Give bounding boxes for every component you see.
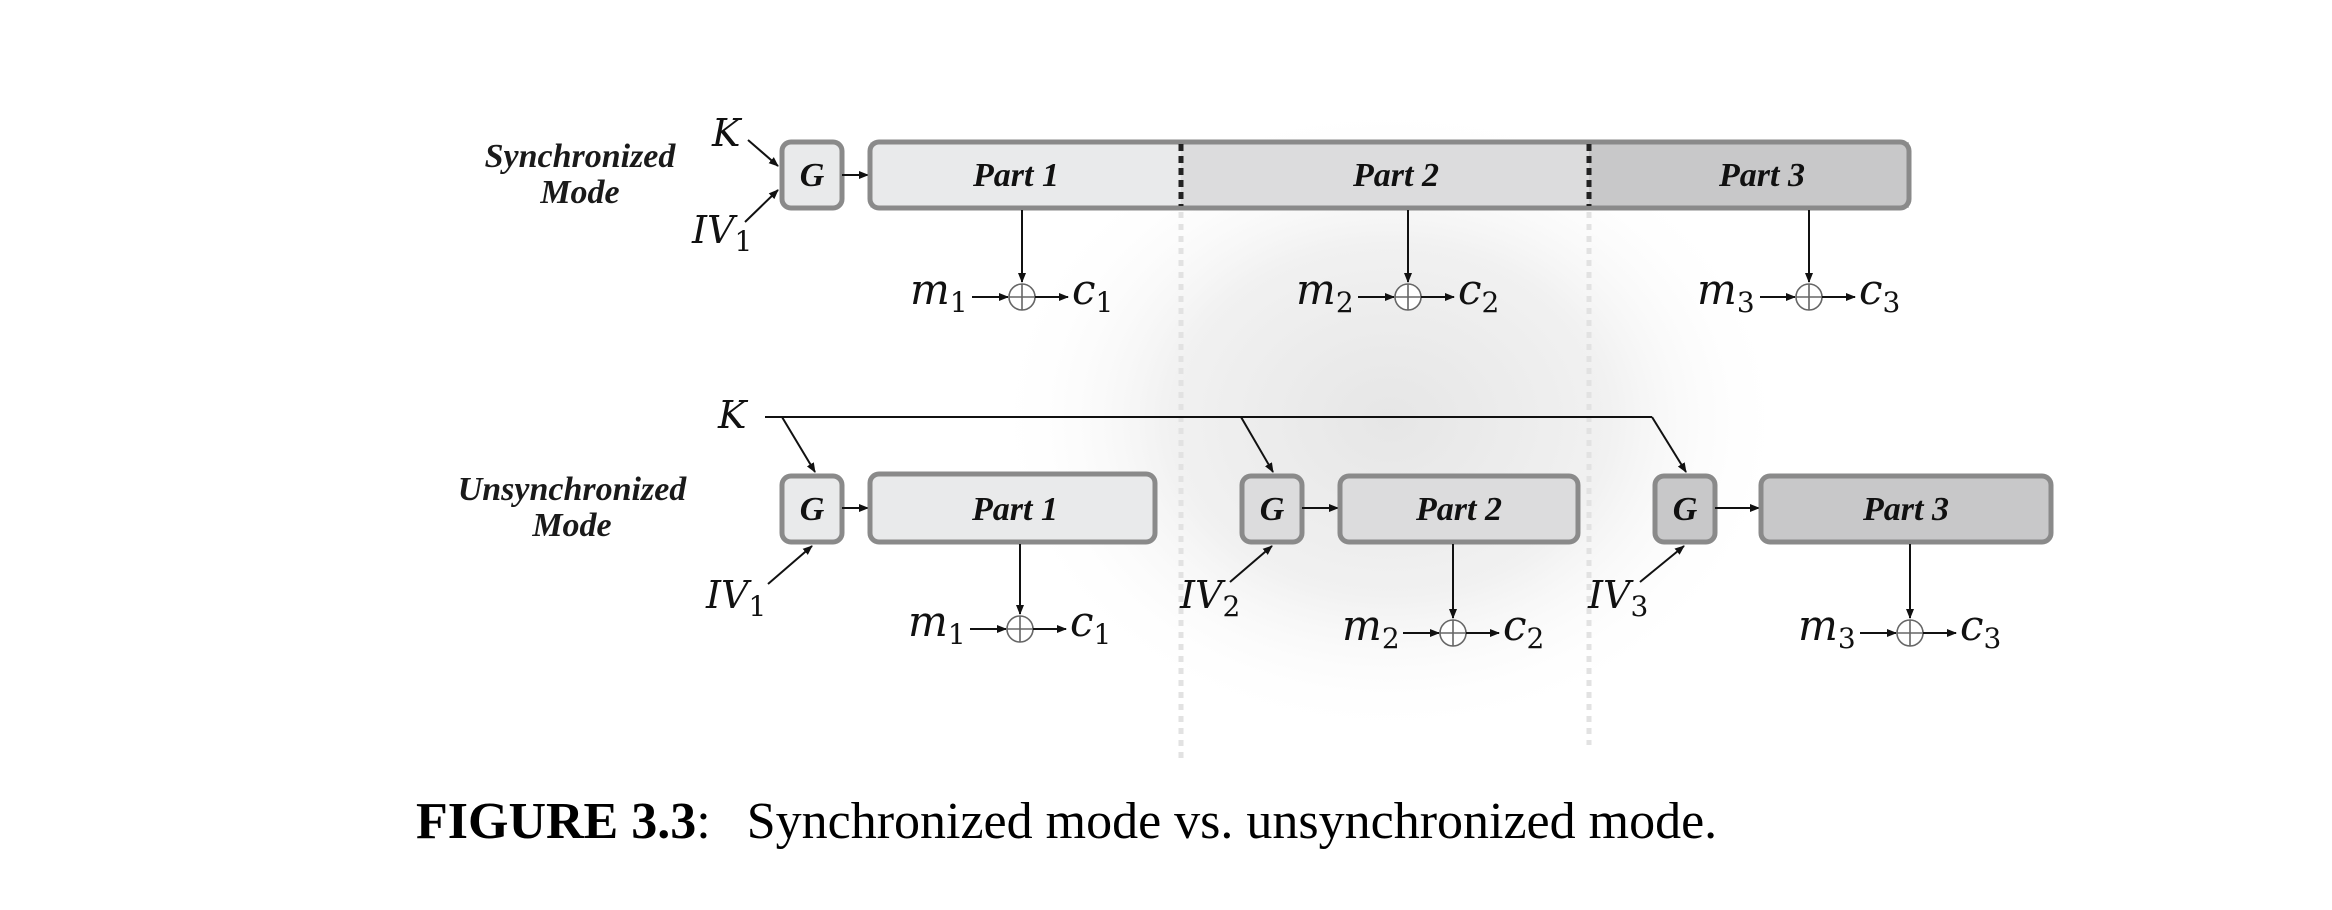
unsynchronized-mode: Unsynchronized Mode K G Part 1 IV1 G Par… [458,393,2054,655]
svg-text:c3: c3 [1960,601,2001,655]
unsync-mode-label-line2: Mode [531,507,611,544]
unsync-xor-2: m2 c2 [1342,544,1544,655]
svg-text:m2: m2 [1342,601,1400,655]
sync-part3-label: Part 3 [1718,157,1805,194]
svg-text:m2: m2 [1296,265,1354,319]
unsync-xor-3: m3 c3 [1798,544,2001,655]
sync-key-arrow [747,139,779,167]
unsync-key-symbol: K [717,393,749,437]
sync-xor-1: m1 c1 [910,210,1113,319]
unsync-generator-label-1: G [800,491,825,528]
unsync-key-arrow-3 [1651,416,1687,473]
unsync-key-arrow-1 [781,416,816,473]
unsync-part1-label: Part 1 [971,491,1058,528]
svg-text:c2: c2 [1458,265,1499,319]
unsync-key-arrow-2 [1240,416,1274,473]
sync-mode-label-line1: Synchronized [485,138,677,175]
sync-iv-symbol: IV1 [691,208,752,258]
svg-text:c1: c1 [1070,597,1111,651]
unsync-part1-box [867,471,1158,545]
caption-separator: : [696,793,710,850]
sync-part2-label: Part 2 [1352,157,1439,194]
sync-generator-label: G [800,157,825,194]
sync-part2-fill [1181,142,1589,208]
figure-caption: FIGURE 3.3: Synchronized mode vs. unsynch… [416,793,1717,850]
svg-text:m3: m3 [1697,265,1755,319]
sync-mode-label-line2: Mode [539,174,619,211]
svg-text:m3: m3 [1798,601,1856,655]
svg-text:m1: m1 [908,597,966,651]
sync-xor-2: m2 c2 [1296,210,1499,319]
unsync-xor-1: m1 c1 [908,544,1111,651]
figure-number: FIGURE 3.3 [416,793,696,850]
unsync-generator-label-3: G [1673,491,1698,528]
unsync-part2-box [1337,473,1581,545]
svg-text:m1: m1 [910,265,968,319]
sync-part3-fill [1589,142,1909,208]
sync-xor-3: m3 c3 [1697,210,1900,319]
sync-iv-arrow [744,189,779,223]
unsync-part3-box [1758,473,2054,545]
unsync-generator-label-2: G [1260,491,1285,528]
unsync-iv-symbol-1: IV1 [705,573,766,623]
unsync-iv-symbol-3: IV3 [1587,573,1648,623]
svg-text:c3: c3 [1859,265,1900,319]
svg-text:c2: c2 [1503,601,1544,655]
sync-key-symbol: K [711,111,743,155]
unsync-part2-label: Part 2 [1415,491,1502,528]
unsync-part3-label: Part 3 [1862,491,1949,528]
svg-text:c1: c1 [1072,265,1113,319]
sync-part1-fill [870,142,1181,208]
sync-part1-label: Part 1 [972,157,1059,194]
sync-stream-box [867,139,1912,211]
synchronized-mode: Synchronized Mode K IV1 G Part 1 Part 2 … [485,111,1912,319]
caption-text: Synchronized mode vs. unsynchronized mod… [747,793,1717,850]
unsync-iv-symbol-2: IV2 [1179,573,1240,623]
unsync-mode-label-line1: Unsynchronized [458,471,688,508]
